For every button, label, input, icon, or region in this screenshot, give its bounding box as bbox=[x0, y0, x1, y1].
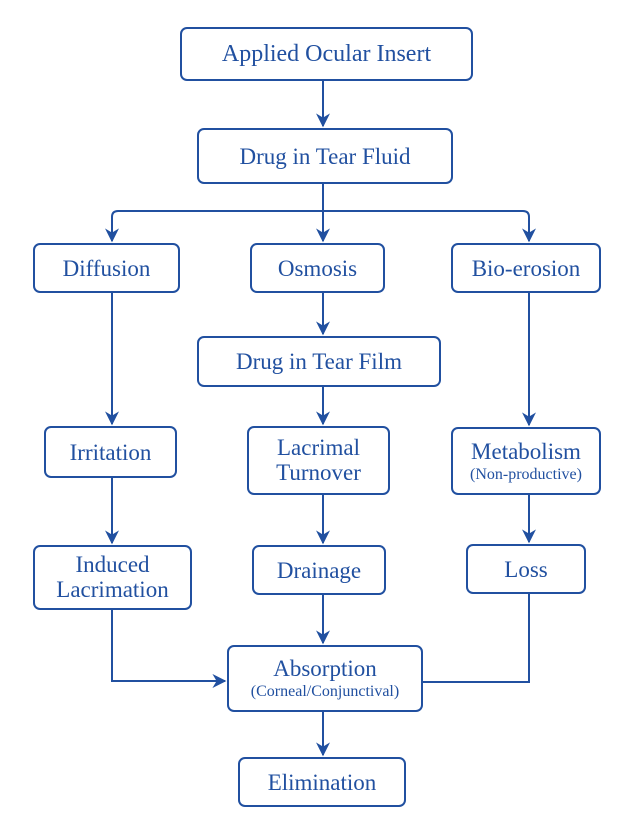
edge-loss-to-absorption bbox=[423, 594, 530, 683]
node-lacrimal-turnover: Lacrimal Turnover bbox=[247, 426, 390, 495]
node-label: Diffusion bbox=[62, 255, 151, 281]
node-drug-in-tear-fluid: Drug in Tear Fluid bbox=[197, 128, 453, 184]
node-label: Lacrimal Turnover bbox=[276, 435, 361, 485]
node-label: Loss bbox=[504, 556, 548, 582]
node-applied-ocular-insert: Applied Ocular Insert bbox=[180, 27, 473, 81]
node-sublabel: (Corneal/Conjunctival) bbox=[250, 683, 400, 700]
edge-induced-lacrimation-to-absorption bbox=[111, 610, 227, 688]
node-metabolism: Metabolism (Non-productive) bbox=[451, 427, 601, 495]
node-label: Bio-erosion bbox=[471, 255, 581, 281]
node-drug-in-tear-film: Drug in Tear Film bbox=[197, 336, 441, 387]
node-irritation: Irritation bbox=[44, 426, 177, 478]
node-label: Metabolism bbox=[471, 438, 581, 464]
node-label: Induced Lacrimation bbox=[56, 552, 169, 602]
node-label: Elimination bbox=[267, 769, 377, 795]
node-label: Drug in Tear Fluid bbox=[239, 143, 411, 169]
node-diffusion: Diffusion bbox=[33, 243, 180, 293]
node-absorption: Absorption (Corneal/Conjunctival) bbox=[227, 645, 423, 712]
node-label: Applied Ocular Insert bbox=[221, 41, 432, 67]
node-label: Drug in Tear Film bbox=[236, 349, 402, 374]
node-bio-erosion: Bio-erosion bbox=[451, 243, 601, 293]
edge-tear-fluid-to-diffusion bbox=[105, 210, 323, 243]
node-elimination: Elimination bbox=[238, 757, 406, 807]
node-label: Irritation bbox=[69, 439, 152, 465]
node-drainage: Drainage bbox=[252, 545, 386, 595]
node-induced-lacrimation: Induced Lacrimation bbox=[33, 545, 192, 610]
node-loss: Loss bbox=[466, 544, 586, 594]
node-label: Drainage bbox=[276, 557, 362, 583]
node-label: Absorption bbox=[273, 656, 377, 681]
node-osmosis: Osmosis bbox=[250, 243, 385, 293]
node-sublabel: (Non-productive) bbox=[470, 465, 582, 483]
edge-tear-fluid-to-bio-erosion bbox=[323, 210, 536, 243]
node-label: Osmosis bbox=[277, 255, 358, 281]
